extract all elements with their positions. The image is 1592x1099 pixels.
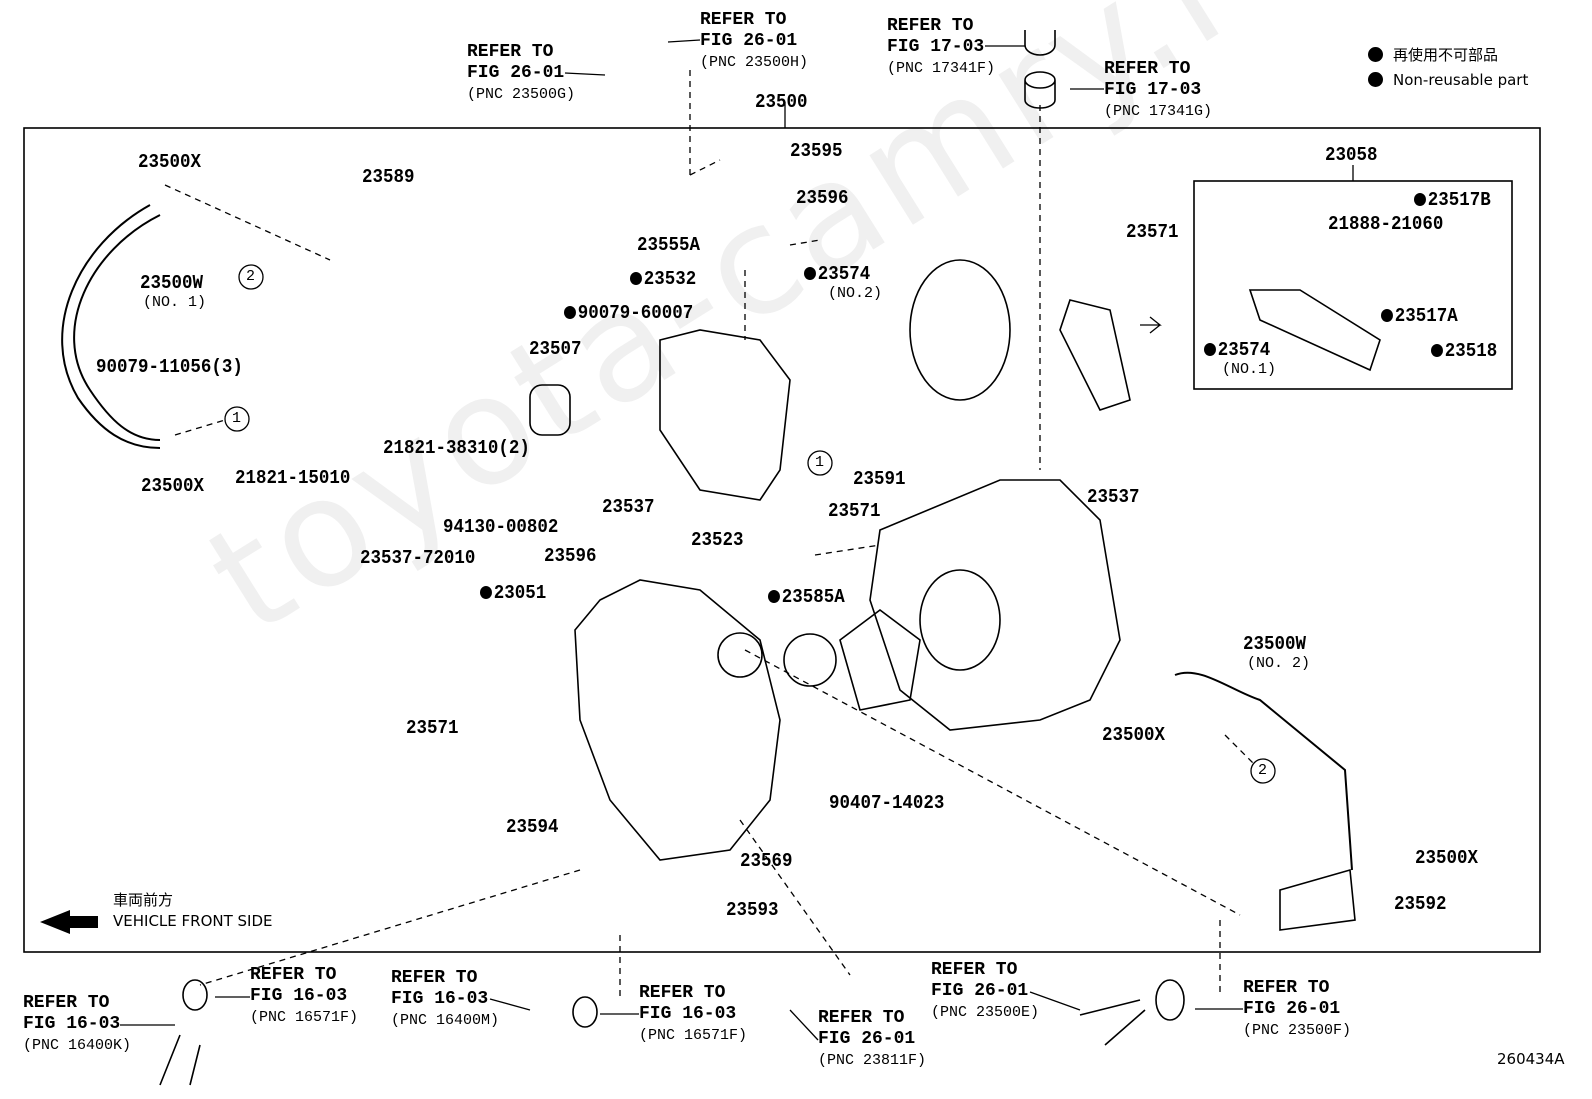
part-callout-23537[interactable]: 23537 [602,496,655,518]
part-callout-23058[interactable]: 23058 [1325,144,1378,166]
part-note: (NO. 2) [1247,655,1311,672]
non-reusable-marker-icon [1368,72,1383,87]
front-en: VEHICLE FRONT SIDE [113,912,273,930]
part-callout-23537[interactable]: 23537 [1087,486,1140,508]
part-callout-23500x[interactable]: 23500X [138,151,201,173]
part-callout-23507[interactable]: 23507 [529,338,582,360]
part-callout-23532[interactable]: 23532 [630,269,696,289]
part-callout-23500w[interactable]: 23500W [140,272,203,294]
reference-leaders [120,39,1354,1041]
top-assembly-label: 23500 [755,91,808,113]
connection-mark: 1 [232,410,242,427]
part-callout-23574[interactable]: 23574 [1204,340,1270,360]
part-callout-23500x[interactable]: 23500X [141,475,204,497]
legend-jp: 再使用不可部品 [1393,46,1499,64]
part-callout-23592[interactable]: 23592 [1394,893,1447,915]
part-note: (NO.1) [1222,361,1277,378]
part-callout-23585a[interactable]: 23585A [768,587,845,607]
part-callout-23571[interactable]: 23571 [1126,221,1179,243]
part-callout-23595[interactable]: 23595 [790,140,843,162]
assembly-frame [23,127,1541,953]
front-jp: 車両前方 [113,891,174,909]
regulator-body [159,30,1381,1086]
part-callout-21888-21060[interactable]: 21888-21060 [1328,213,1444,235]
part-callout-23051[interactable]: 23051 [480,583,546,603]
vehicle-front-label: 車両前方 VEHICLE FRONT SIDE [113,890,273,932]
part-callout-23523[interactable]: 23523 [691,529,744,551]
part-callout-23596[interactable]: 23596 [796,187,849,209]
part-callout-23591[interactable]: 23591 [853,468,906,490]
part-callout-23574[interactable]: 23574 [804,264,870,284]
part-callout-23569[interactable]: 23569 [740,850,793,872]
part-callout-23517b[interactable]: 23517B [1414,190,1491,210]
legend: 再使用不可部品 Non-reusable part [1368,42,1528,92]
part-callout-23500w[interactable]: 23500W [1243,633,1306,655]
connection-mark-circles [224,264,1276,784]
connection-mark: 2 [1258,762,1268,779]
part-note: (NO. 1) [143,294,207,311]
part-callout-23500x[interactable]: 23500X [1415,847,1478,869]
part-callout-23571[interactable]: 23571 [828,500,881,522]
part-callout-23596[interactable]: 23596 [544,545,597,567]
part-callout-23555a[interactable]: 23555A [637,234,700,256]
arrow-left-icon [40,910,98,934]
part-note: (NO.2) [828,285,883,302]
part-callout-90079-11056-3-[interactable]: 90079-11056(3) [96,356,243,378]
part-callout-23500x[interactable]: 23500X [1102,724,1165,746]
part-callout-23517a[interactable]: 23517A [1381,306,1458,326]
arrow-right-icon [1140,316,1162,334]
legend-en: Non-reusable part [1393,70,1529,89]
connection-mark: 2 [246,268,256,285]
part-callout-23594[interactable]: 23594 [506,816,559,838]
part-callout-21821-38310-2-[interactable]: 21821-38310(2) [383,437,530,459]
part-callout-23593[interactable]: 23593 [726,899,779,921]
non-reusable-marker-icon [1368,47,1383,62]
leader-dashes [164,70,1256,1000]
part-callout-21821-15010[interactable]: 21821-15010 [235,467,351,489]
part-callout-90079-60007[interactable]: 90079-60007 [564,303,693,323]
hose-23500w-no1 [61,204,161,449]
hose-23500w-no2 [1174,671,1353,871]
part-callout-23518[interactable]: 23518 [1431,341,1497,361]
diagram-code: 260434A [1497,1050,1565,1068]
part-callout-23537-72010[interactable]: 23537-72010 [360,547,476,569]
connection-mark: 1 [815,454,825,471]
part-callout-94130-00802[interactable]: 94130-00802 [443,516,559,538]
part-callout-90407-14023[interactable]: 90407-14023 [829,792,945,814]
part-callout-23589[interactable]: 23589 [362,166,415,188]
part-callout-23571[interactable]: 23571 [406,717,459,739]
